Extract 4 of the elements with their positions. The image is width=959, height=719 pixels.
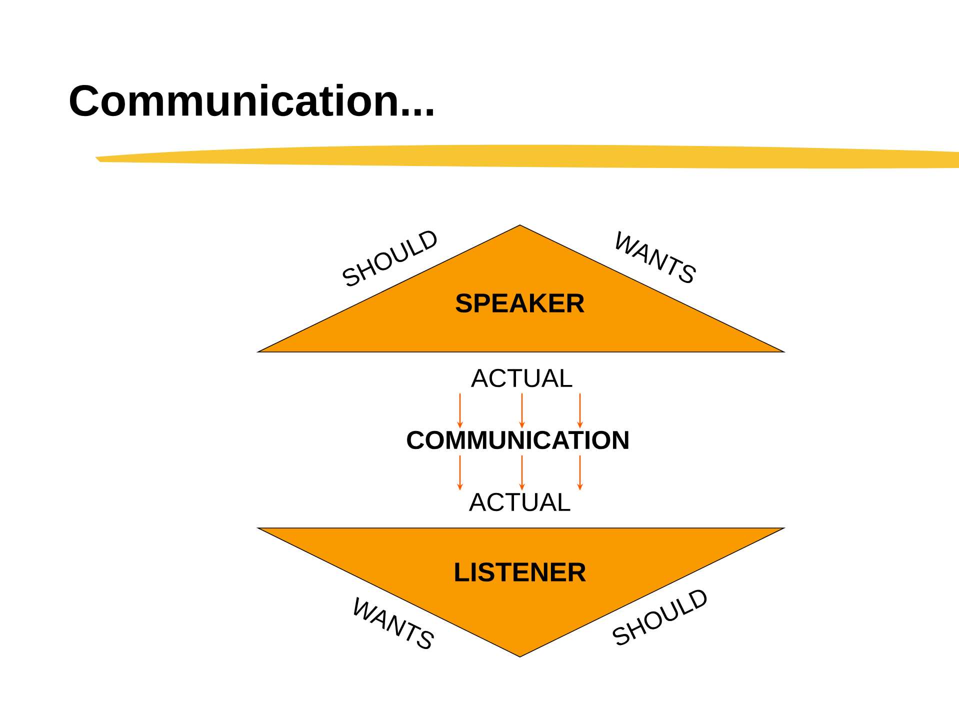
heading-text: COMMUNICATION xyxy=(407,430,628,450)
diagram-title: Communication... xyxy=(70,84,433,116)
label-text: ACTUAL xyxy=(468,492,570,512)
label-text: ACTUAL xyxy=(470,368,572,388)
